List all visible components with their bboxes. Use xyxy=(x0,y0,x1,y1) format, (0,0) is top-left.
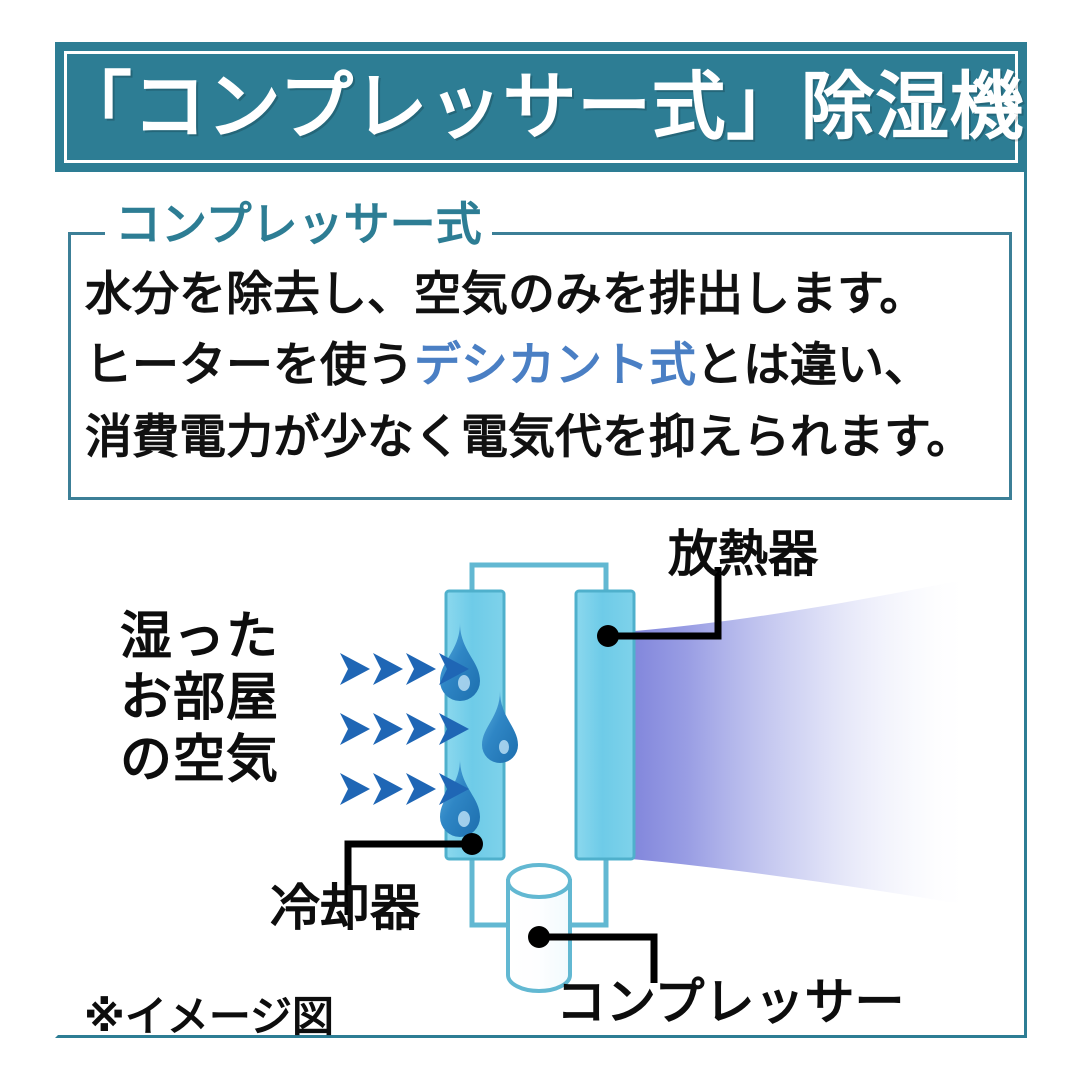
water-droplet-icon xyxy=(440,623,480,701)
diagram-graphics xyxy=(340,562,968,993)
chevron-right-icon xyxy=(406,653,436,685)
description-box: コンプレッサー式 水分を除去し、空気のみを排出します。 ヒーターを使うデシカント… xyxy=(68,201,1012,500)
description-segment: とは違い、 xyxy=(696,338,931,394)
chevron-right-icon xyxy=(439,653,469,685)
leader-line-cooler xyxy=(344,833,483,915)
description-segment: 消費電力が少なく電気代を抑えられます。 xyxy=(85,409,974,465)
water-droplet-icon xyxy=(440,759,480,837)
exhaust-plume-icon xyxy=(608,579,968,905)
description-segment-emphasis: デシカント式 xyxy=(414,338,696,394)
chevron-right-icon xyxy=(340,773,370,805)
label-cooler: 冷却器 xyxy=(270,879,420,937)
label-moist-air: 湿った お部屋 の空気 xyxy=(120,607,279,791)
label-compressor: コンプレッサー xyxy=(556,973,905,1031)
label-moist-air-line: の空気 xyxy=(120,729,280,790)
chevron-right-icon xyxy=(406,773,436,805)
footnote-image-note: ※イメージ図 xyxy=(84,992,334,1041)
description-line: ヒーターを使うデシカント式とは違い、 xyxy=(85,330,1001,401)
description-segment: ヒーターを使う xyxy=(85,338,414,394)
description-text: 水分を除去し、空気のみを排出します。 ヒーターを使うデシカント式とは違い、 消費… xyxy=(85,259,1001,473)
chevron-right-icon xyxy=(406,713,436,745)
description-legend: コンプレッサー式 xyxy=(105,201,492,247)
dehumidifier-diagram: 湿った お部屋 の空気 放熱器 冷却器 コンプレッサー ※イメージ図 xyxy=(68,505,1012,1041)
description-line: 消費電力が少なく電気代を抑えられます。 xyxy=(85,402,1001,473)
chevron-right-icon xyxy=(373,653,403,685)
airflow-arrows xyxy=(340,653,469,805)
label-moist-air-line: お部屋 xyxy=(120,668,280,729)
chevron-right-icon xyxy=(373,773,403,805)
chevron-right-icon xyxy=(340,653,370,685)
chevron-right-icon xyxy=(373,713,403,745)
leader-line-compressor xyxy=(528,926,658,983)
leader-line-radiator xyxy=(597,567,722,647)
chevron-right-icon xyxy=(340,713,370,745)
radiator-panel xyxy=(574,589,636,861)
description-line: 水分を除去し、空気のみを排出します。 xyxy=(85,259,1001,330)
label-radiator: 放熱器 xyxy=(668,525,818,583)
chevron-right-icon xyxy=(439,713,469,745)
water-droplet-icon xyxy=(482,691,518,763)
chevron-right-icon xyxy=(439,773,469,805)
description-segment: 水分を除去し、空気のみを排出します。 xyxy=(85,267,927,322)
label-moist-air-line: 湿った xyxy=(120,607,280,667)
page-title: 「コンプレッサー式」除湿機 xyxy=(57,64,1025,150)
header-banner: 「コンプレッサー式」除湿機 xyxy=(55,42,1027,172)
